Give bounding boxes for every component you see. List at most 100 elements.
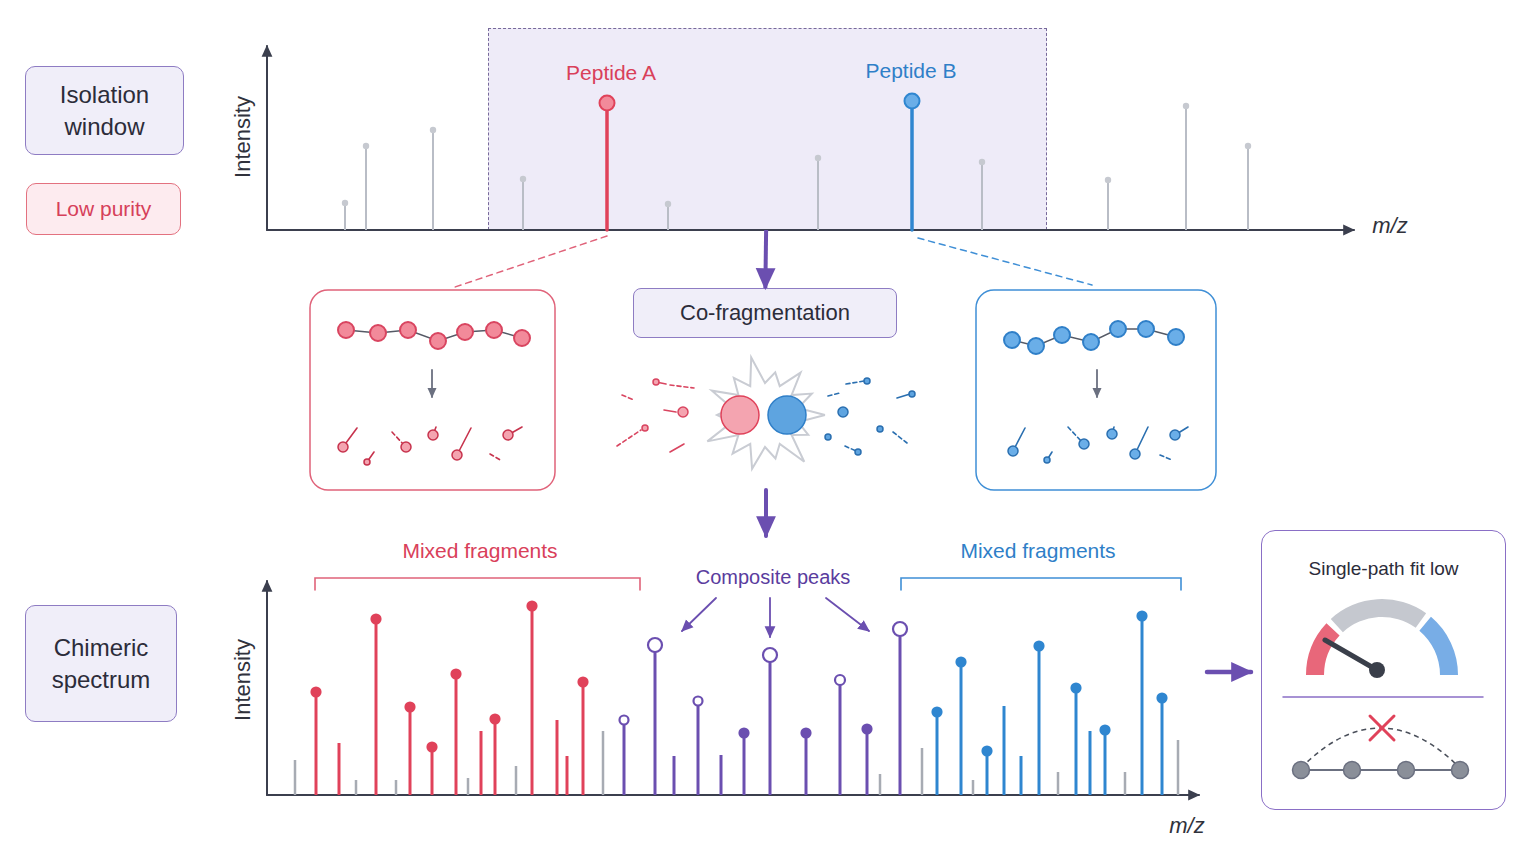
peak-stick	[467, 778, 470, 795]
peak-stick	[1185, 106, 1187, 230]
residue-bead	[430, 333, 446, 349]
peak-tip	[694, 697, 703, 706]
peak-stick	[1003, 706, 1006, 795]
fragment-peak	[674, 756, 675, 795]
peak-tip	[372, 615, 381, 624]
residue-bead	[1083, 334, 1099, 350]
peak-stick	[365, 146, 367, 230]
peak-stick	[409, 707, 412, 795]
chimeric-spectrum-chart	[267, 578, 1199, 795]
leader-line	[918, 238, 1092, 285]
precursor-tip	[905, 94, 920, 109]
peak-stick	[972, 780, 975, 795]
failure-cross	[1370, 716, 1394, 740]
fragment-peak	[835, 675, 845, 795]
peak-stick	[431, 747, 434, 795]
peak-tip	[1105, 177, 1111, 183]
fragment-peak	[1178, 740, 1179, 795]
peak-stick	[1107, 180, 1109, 230]
peak-stick	[480, 731, 483, 795]
peak-stick	[531, 606, 534, 795]
residue-bead	[1028, 338, 1044, 354]
fragment-bond	[656, 382, 666, 384]
peak-stick	[1089, 731, 1092, 795]
gauge-pivot	[1369, 662, 1385, 678]
fragment-peak	[1158, 694, 1167, 796]
peak-tip	[802, 729, 811, 738]
fragment-peak	[295, 760, 296, 795]
gauge-needle	[1325, 640, 1377, 670]
peak-stick	[839, 680, 842, 795]
peak-stick	[1247, 146, 1249, 230]
node-text: Chimeric spectrum	[36, 632, 166, 694]
peak-stick	[1104, 730, 1107, 795]
peak-stick	[673, 756, 676, 795]
fragment-bond	[617, 430, 641, 446]
peak-tip	[491, 715, 500, 724]
fragment-bond	[1175, 427, 1188, 435]
fragment-peak	[468, 778, 469, 795]
pointer-arrow	[682, 598, 716, 631]
background-peak	[430, 127, 436, 230]
peak-tip	[933, 708, 942, 717]
fragment-bond	[845, 446, 856, 451]
peak-tip	[312, 688, 321, 697]
background-peak	[1245, 143, 1251, 230]
peak-stick	[879, 774, 882, 795]
fragment-peak	[694, 697, 703, 796]
fragment-ion	[678, 407, 688, 417]
peak-stick	[432, 130, 434, 230]
isolation-band: Peptide APeptide B	[488, 28, 1047, 230]
path-node	[1452, 762, 1469, 779]
peak-stick	[1057, 772, 1060, 795]
background-peak	[342, 200, 348, 230]
fragment-ion	[364, 459, 370, 465]
peak-tip	[406, 703, 415, 712]
fragment-bond	[828, 393, 840, 396]
fragment-peak	[603, 731, 604, 795]
residue-bead	[370, 325, 386, 341]
fragment-bond	[367, 452, 374, 462]
peak-stick	[1177, 740, 1180, 795]
residue-bead	[457, 324, 473, 340]
path-node	[1398, 762, 1415, 779]
fragment-peak	[516, 766, 517, 795]
fit-gauge	[1306, 599, 1458, 675]
precursor-peak	[910, 101, 914, 230]
peak-stick	[623, 720, 626, 795]
fragment-peak	[1090, 731, 1091, 795]
peak-tip	[1072, 684, 1081, 693]
residue-bead	[338, 322, 354, 338]
burst-star	[707, 358, 825, 469]
path-node	[1344, 762, 1361, 779]
fragment-ion	[1170, 430, 1180, 440]
panel-frame	[976, 290, 1216, 490]
peak-stick	[1141, 616, 1144, 795]
peak-stick	[720, 755, 723, 795]
fragment-peak	[863, 725, 872, 796]
peak-stick	[582, 682, 585, 795]
fragment-peak	[933, 708, 942, 796]
peak-tip	[1035, 642, 1044, 651]
peak-tip	[957, 658, 966, 667]
fragment-peak	[1101, 726, 1110, 796]
peak-stick	[355, 780, 358, 795]
alternate-path	[1301, 728, 1460, 768]
axis-label: m/z	[1169, 813, 1204, 839]
path-line	[1301, 769, 1460, 771]
fragment-bond	[670, 385, 694, 388]
fragment-peak	[372, 615, 381, 796]
peak-tip	[452, 670, 461, 679]
peak-tip	[1138, 612, 1147, 621]
peak-stick	[1161, 698, 1164, 795]
peak-tip	[648, 638, 662, 652]
fragment-ion	[428, 430, 438, 440]
node-text: Peptide B	[865, 57, 956, 84]
fragment-peak	[983, 747, 992, 796]
fragment-ion	[338, 442, 348, 452]
label-box: Isolation window	[25, 66, 184, 155]
fragment-peak	[481, 731, 482, 795]
peak-stick	[515, 766, 518, 795]
peptide-backbone	[1012, 329, 1176, 346]
